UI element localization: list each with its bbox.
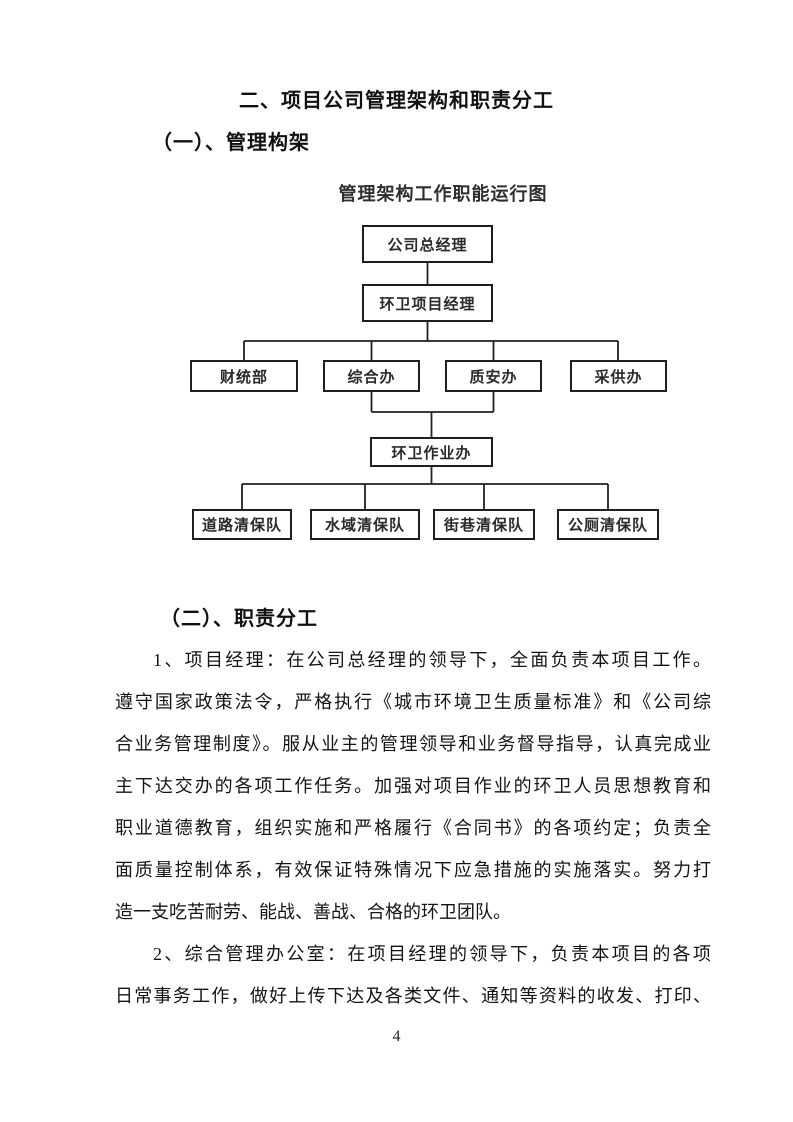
body-line: 造一支吃苦耐劳、能战、善战、合格的环卫团队。 — [115, 902, 511, 922]
section-heading-management-structure: （一）、管理构架 — [152, 132, 310, 154]
section-heading-responsibilities: （二）、职责分工 — [160, 608, 318, 630]
body-line: 主下达交办的各项工作任务。加强对项目作业的环卫人员思想教育和 — [115, 776, 711, 796]
body-paragraphs: 1、项目经理：在公司总经理的领导下，全面负责本项目工作。 遵守国家政策法令，严格… — [115, 639, 711, 1017]
body-line: 日常事务工作，做好上传下达及各类文件、通知等资料的收发、打印、 — [115, 986, 711, 1006]
org-node-operations-office: 环卫作业办 — [370, 437, 493, 467]
org-node-street-team: 街巷清保队 — [433, 509, 535, 540]
org-node-general-manager: 公司总经理 — [362, 225, 493, 263]
body-line: 合业务管理制度》。服从业主的管理领导和业务督导指导，认真完成业 — [115, 734, 711, 754]
org-node-general-office: 综合办 — [323, 360, 420, 392]
org-chart-title: 管理架构工作职能运行图 — [338, 184, 548, 205]
org-node-project-manager: 环卫项目经理 — [362, 284, 493, 322]
org-node-procurement-office: 采供办 — [570, 360, 667, 392]
page-title: 二、项目公司管理架构和职责分工 — [239, 90, 554, 112]
org-node-finance-dept: 财统部 — [190, 360, 298, 392]
org-node-water-team: 水域清保队 — [310, 509, 420, 540]
body-line: 2、综合管理办公室：在项目经理的领导下，负责本项目的各项 — [153, 944, 711, 964]
org-node-quality-safety-office: 质安办 — [445, 360, 542, 392]
page-number: 4 — [392, 1028, 401, 1045]
org-node-toilet-team: 公厕清保队 — [557, 509, 659, 540]
body-line: 遵守国家政策法令，严格执行《城市环境卫生质量标准》和《公司综 — [115, 692, 711, 712]
body-line: 1、项目经理：在公司总经理的领导下，全面负责本项目工作。 — [153, 650, 711, 670]
body-line: 面质量控制体系，有效保证特殊情况下应急措施的实施落实。努力打 — [115, 860, 711, 880]
body-line: 职业道德教育，组织实施和严格履行《合同书》的各项约定；负责全 — [115, 818, 711, 838]
org-node-road-team: 道路清保队 — [192, 509, 292, 540]
